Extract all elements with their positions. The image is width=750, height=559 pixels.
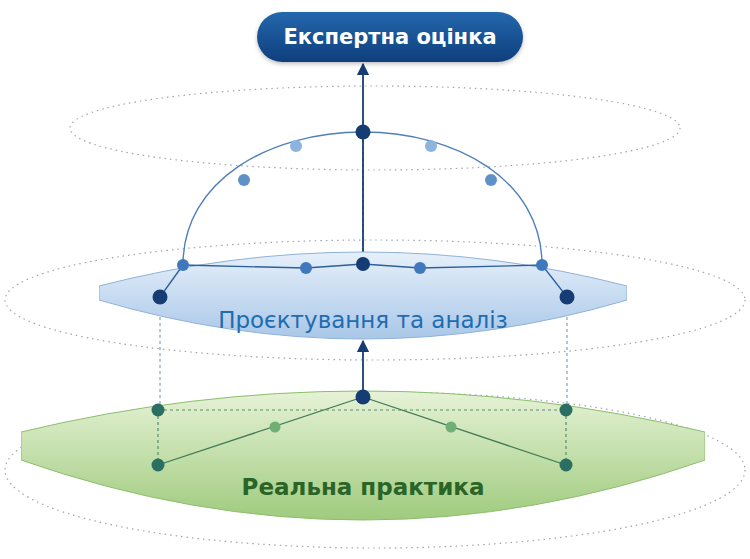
layer-label: Проєктування та аналіз [99, 307, 627, 333]
result-pill: Експертна оцінка [257, 12, 522, 62]
flow-arrow [362, 341, 364, 391]
band-shape [99, 248, 627, 358]
band-shape [21, 380, 705, 530]
layer-band: Реальна практика [21, 380, 705, 530]
flow-arrow [362, 64, 364, 252]
layer-label: Реальна практика [21, 474, 705, 500]
result-label: Експертна оцінка [283, 25, 496, 49]
layer-band: Проєктування та аналіз [99, 248, 627, 358]
